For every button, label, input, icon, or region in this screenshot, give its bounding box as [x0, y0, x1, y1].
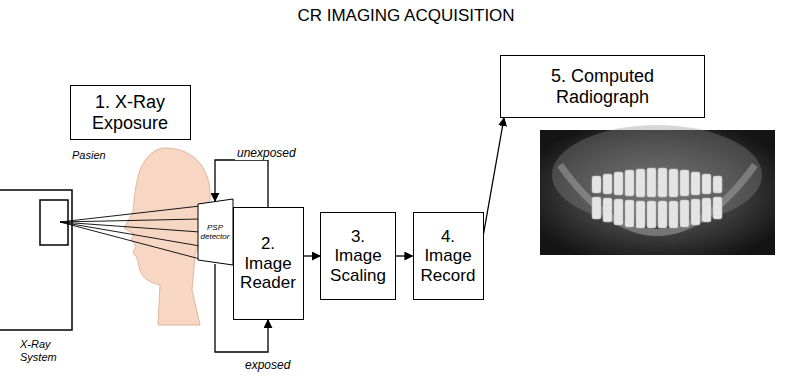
node-text-group: PSP detector — [200, 223, 230, 241]
detector-plate — [198, 199, 233, 265]
node-text-group: 5. Computed Radiograph — [538, 66, 668, 107]
edge-label-wrap: unexposed — [235, 143, 298, 161]
process-box: 3. Image Scaling — [320, 212, 396, 300]
label-wrap: X-Ray System — [20, 338, 62, 363]
tooth — [603, 198, 612, 222]
tooth — [680, 170, 689, 196]
node-text: 5. Computed Radiograph — [538, 66, 668, 107]
process-box: 2. Image Reader — [233, 207, 304, 320]
connector-arrow — [396, 255, 413, 256]
tooth — [625, 200, 634, 227]
process-box: 4. Image Record — [413, 212, 484, 300]
tooth — [702, 198, 711, 222]
tooth — [713, 176, 722, 193]
system-label: X-Ray System — [20, 338, 62, 363]
radiograph-skull — [552, 125, 762, 225]
radiograph-teeth — [592, 168, 722, 228]
tooth — [669, 169, 678, 197]
edge-label: exposed — [243, 358, 292, 372]
connector-arrow — [484, 118, 505, 234]
tooth — [636, 201, 645, 228]
connector-arrow — [304, 255, 321, 256]
tooth — [636, 169, 645, 197]
tooth — [647, 168, 656, 197]
psp-detector: PSP detector — [197, 198, 234, 266]
tooth — [625, 170, 634, 196]
beam — [60, 219, 200, 222]
node-text: 1. X-Ray Exposure — [75, 92, 185, 133]
tooth — [647, 201, 656, 228]
title-wrap: CR IMAGING ACQUISITION — [0, 6, 812, 26]
beam — [60, 222, 200, 246]
tooth — [691, 172, 700, 195]
node-text: 4. Image Record — [418, 227, 478, 286]
beam — [60, 222, 200, 232]
radiograph-mandible — [560, 165, 755, 233]
step-box: 1. X-Ray Exposure — [70, 85, 191, 140]
node-text-group: 4. Image Record — [418, 227, 478, 286]
tooth — [658, 168, 667, 197]
output-box: 5. Computed Radiograph — [500, 55, 705, 118]
node-text-group: 1. X-Ray Exposure — [75, 92, 185, 133]
tooth — [592, 197, 601, 219]
tooth — [658, 201, 667, 228]
diagram-title: CR IMAGING ACQUISITION — [297, 6, 514, 25]
label-wrap: Pasien — [72, 149, 132, 162]
xray-system-frame — [0, 190, 72, 330]
tooth — [713, 197, 722, 219]
tooth — [603, 174, 612, 194]
tooth — [614, 172, 623, 195]
node-text-group: 3. Image Scaling — [328, 227, 388, 286]
edge-label: unexposed — [235, 146, 298, 160]
xray-beams — [60, 206, 200, 259]
node-text: 2. Image Reader — [238, 234, 298, 293]
node-text-group: 2. Image Reader — [238, 234, 298, 293]
tooth — [614, 199, 623, 225]
node-text: 3. Image Scaling — [328, 227, 388, 286]
tooth — [680, 200, 689, 227]
node-text: PSP detector — [200, 223, 230, 241]
tooth — [702, 174, 711, 194]
edge-label-wrap: exposed — [243, 355, 292, 373]
tooth — [592, 176, 601, 193]
patient-label: Pasien — [72, 149, 132, 162]
beam — [60, 206, 200, 222]
beam — [60, 222, 200, 259]
tooth — [691, 199, 700, 225]
tooth — [669, 201, 678, 228]
